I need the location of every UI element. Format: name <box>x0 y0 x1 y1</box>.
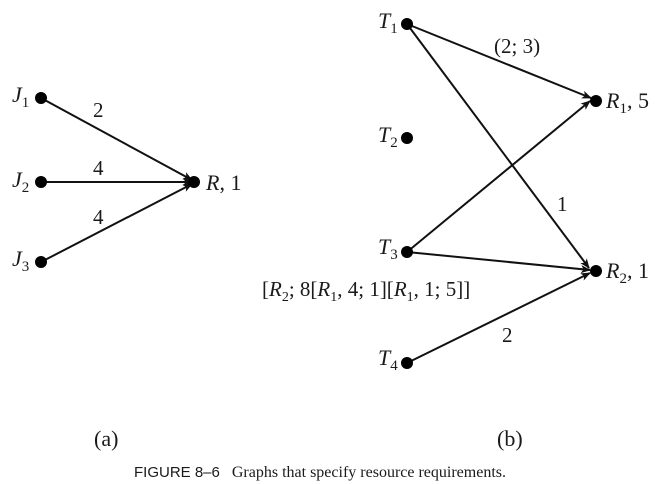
node-r2: R2, 1 <box>590 258 649 287</box>
node-dot-t2 <box>401 132 413 144</box>
node-dot-j3 <box>35 256 47 268</box>
node-label-t3: T3 <box>378 234 398 263</box>
node-label-r: R, 1 <box>205 170 241 195</box>
edge-t3-r1 <box>406 100 591 253</box>
node-label-t2: T2 <box>378 122 398 151</box>
node-t2: T2 <box>378 122 413 151</box>
node-dot-j2 <box>35 176 47 188</box>
node-label-j2: J2 <box>12 167 29 196</box>
node-label-t1: T1 <box>378 8 398 37</box>
node-dot-t4 <box>401 357 413 369</box>
panel-label-a: (a) <box>94 426 118 451</box>
edge-label-t4-r2: 2 <box>502 323 513 347</box>
edge-label-t3-r2: [R2; 8[R1, 4; 1][R1, 1; 5]] <box>262 277 470 305</box>
node-r1: R1, 5 <box>590 88 649 117</box>
edge-label-t1-r1: (2; 3) <box>494 34 540 58</box>
caption-description: Graphs that specify resource requirement… <box>232 464 506 481</box>
edge-t1-r2 <box>406 23 590 269</box>
node-label-j1: J1 <box>12 82 29 111</box>
caption-figure-number: FIGURE 8–6 <box>134 464 220 481</box>
node-t4: T4 <box>378 345 413 374</box>
panel-a-edges <box>40 97 193 263</box>
node-label-r2: R2, 1 <box>605 258 649 287</box>
node-r: R, 1 <box>188 170 241 195</box>
edge-t3-r2 <box>406 251 591 274</box>
edge-label-j1-r: 2 <box>93 98 104 122</box>
node-label-t4: T4 <box>378 345 398 374</box>
node-label-r1: R1, 5 <box>605 88 649 117</box>
node-label-j3: J3 <box>12 246 29 275</box>
node-dot-r <box>188 176 200 188</box>
edge-j3-r <box>40 183 193 263</box>
edge-t1-r1 <box>406 23 592 99</box>
node-j3: J3 <box>12 246 47 275</box>
node-j1: J1 <box>12 82 47 111</box>
edge-label-j2-r: 4 <box>93 156 104 180</box>
panel-label-b: (b) <box>497 426 523 451</box>
node-dot-j1 <box>35 92 47 104</box>
edge-label-t1-r2: 1 <box>557 192 568 216</box>
figure-caption: FIGURE 8–6 Graphs that specify resource r… <box>134 464 506 481</box>
node-t1: T1 <box>378 8 413 37</box>
node-dot-t3 <box>401 246 413 258</box>
node-j2: J2 <box>12 167 47 196</box>
node-dot-r2 <box>590 265 602 277</box>
edge-label-j3-r: 4 <box>93 205 104 229</box>
node-dot-t1 <box>401 18 413 30</box>
node-dot-r1 <box>590 95 602 107</box>
panel-b-edges <box>406 23 592 364</box>
edge-j1-r <box>40 97 193 181</box>
node-t3: T3 <box>378 234 413 263</box>
edge-t4-r2 <box>406 272 591 364</box>
